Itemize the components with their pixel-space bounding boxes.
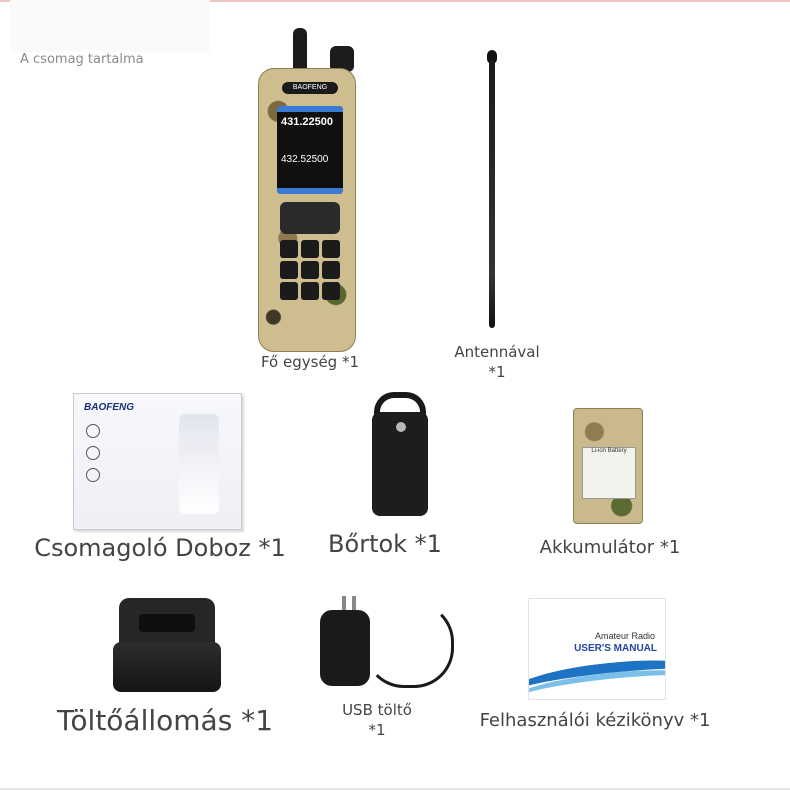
top-divider xyxy=(0,0,790,2)
antenna-knob xyxy=(293,28,307,74)
volume-knob xyxy=(330,46,354,72)
radio-frequency-2: 432.52500 xyxy=(281,154,329,165)
radio-image: BAOFENG 431.22500 432.52500 xyxy=(240,20,370,352)
charging-dock-image xyxy=(113,598,221,694)
header-backdrop xyxy=(10,0,210,52)
radio-brand: BAOFENG xyxy=(282,82,338,94)
box-brand: BAOFENG xyxy=(84,402,134,413)
user-manual-image: Amateur Radio USER'S MANUAL xyxy=(528,598,666,700)
package-box-image: BAOFENG xyxy=(73,393,242,530)
radio-keypad xyxy=(280,240,340,300)
caption-antenna-line2: *1 xyxy=(488,363,506,381)
battery-label: Li-ion Battery xyxy=(582,447,636,499)
caption-usb-charger-line2: *1 xyxy=(368,721,386,739)
bottom-divider xyxy=(0,788,790,790)
caption-usb-charger-line1: USB töltő xyxy=(342,701,412,719)
caption-battery: Akkumulátor *1 xyxy=(539,537,681,558)
caption-holster: Bőrtok *1 xyxy=(328,530,442,558)
caption-usb-charger: USB töltő *1 xyxy=(322,700,432,740)
manual-title: USER'S MANUAL xyxy=(574,643,657,654)
caption-antenna: Antennával *1 xyxy=(437,342,557,382)
caption-main-unit: Fő egység *1 xyxy=(260,353,360,371)
battery-image: Li-ion Battery xyxy=(573,408,643,524)
caption-user-manual: Felhasználói kézikönyv *1 xyxy=(479,710,711,731)
antenna-image xyxy=(485,50,499,328)
section-title: A csomag tartalma xyxy=(20,52,144,67)
caption-charging-dock: Töltőállomás *1 xyxy=(56,704,274,737)
radio-navigation-pad xyxy=(280,202,340,234)
holster-image xyxy=(368,392,432,518)
radio-display: 431.22500 432.52500 xyxy=(277,106,343,194)
usb-charger-image xyxy=(320,596,460,696)
manual-subtitle: Amateur Radio xyxy=(594,631,655,641)
caption-antenna-line1: Antennával xyxy=(454,343,540,361)
radio-frequency-1: 431.22500 xyxy=(281,116,333,128)
caption-package-box: Csomagoló Doboz *1 xyxy=(34,534,286,562)
